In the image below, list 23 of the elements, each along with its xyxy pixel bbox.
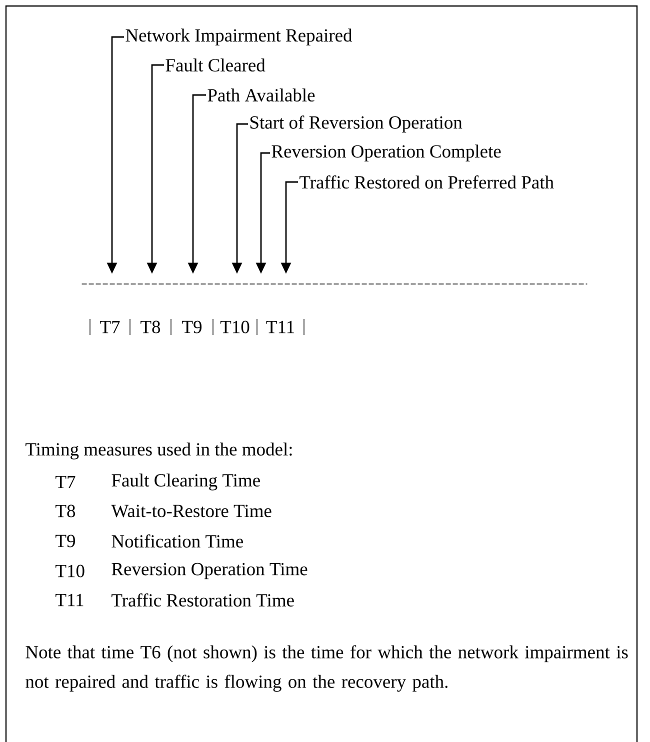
interval-label: T11 <box>266 320 294 334</box>
event-label: Fault Cleared <box>166 58 266 72</box>
term: T8 <box>56 504 76 518</box>
definition: Traffic Restoration Time <box>112 593 294 607</box>
event-label: Path Available <box>208 88 315 102</box>
event-label: Network Impairment Repaired <box>126 28 352 46</box>
term: T9 <box>56 534 75 548</box>
event-label: Traffic Restored on Preferred Path <box>300 175 554 189</box>
definition: Reversion Operation Time <box>112 562 308 580</box>
definition: Fault Clearing Time <box>112 474 260 490</box>
note: Note that time T6 (not shown) is the time for which the network impairment is not repaired and traffic is flowing on the recovery path. <box>26 645 628 692</box>
interval-label: T9 <box>182 320 202 334</box>
event-label: Reversion Operation Complete <box>272 144 501 162</box>
definition: Notification Time <box>112 534 243 548</box>
term: T10 <box>56 564 84 578</box>
heading: Timing measures used in the model: <box>26 442 292 460</box>
interval-label: T8 <box>140 320 160 334</box>
event-label: Start of Reversion Operation <box>250 116 462 132</box>
interval-label: T7 <box>100 320 120 334</box>
definition: Wait-to-Restore Time <box>111 504 272 518</box>
term: T11 <box>56 594 84 606</box>
term: T7 <box>56 476 76 488</box>
interval-label: T10 <box>220 320 250 334</box>
